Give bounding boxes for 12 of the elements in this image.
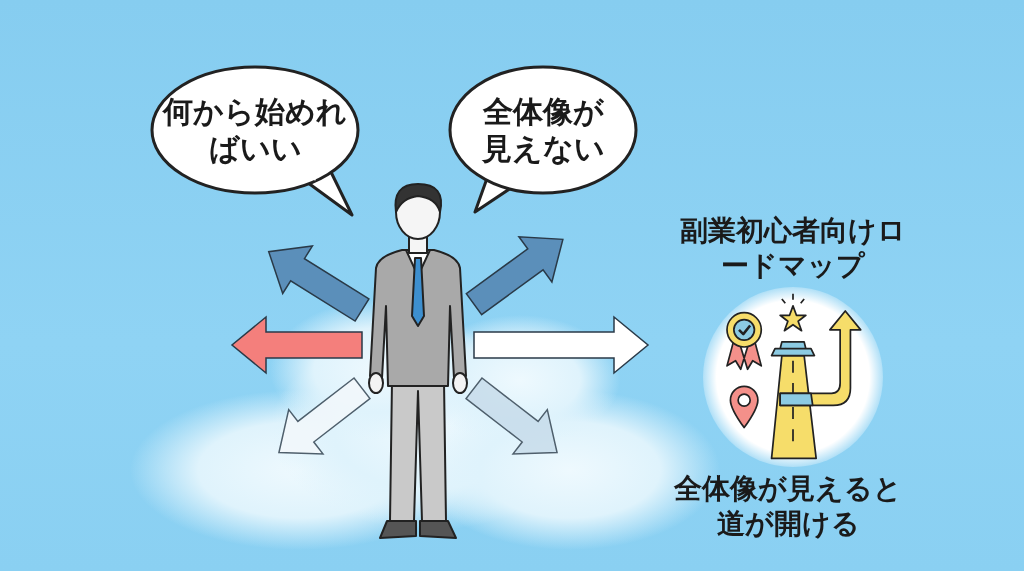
arrow [267, 245, 370, 323]
roadmap-caption: 全体像が見えると道が開ける [673, 471, 903, 541]
arrow [465, 376, 558, 455]
speech-bubble [150, 65, 360, 217]
arrow [473, 315, 650, 375]
arrow [230, 315, 363, 375]
speech-bubble [448, 65, 638, 215]
speech-text: 全体像が見えない [480, 92, 606, 168]
roadmap-heading: 副業初心者向けロードマップ [679, 213, 907, 283]
speech-text: 何から始めればいい [162, 92, 348, 168]
arrow [465, 235, 564, 316]
arrow [278, 376, 371, 455]
